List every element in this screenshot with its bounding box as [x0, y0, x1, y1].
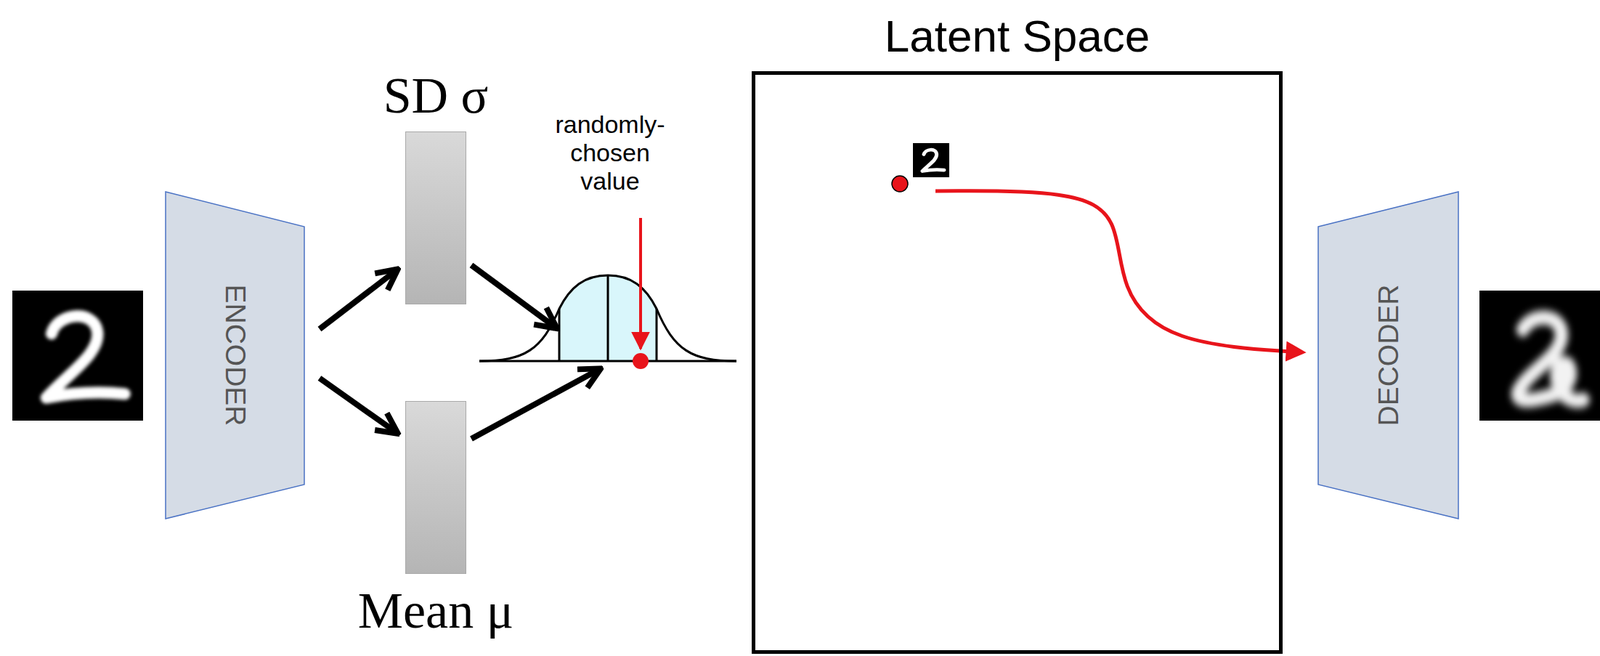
annotation-label: randomly- chosen value [554, 110, 665, 196]
digit-stroke [1517, 317, 1584, 401]
trapezoid-shape [165, 191, 305, 519]
encoder-trapezoid: ENCODER [165, 191, 305, 519]
sample-dot [632, 352, 649, 369]
pointer-arrow [639, 217, 643, 349]
digit-stroke [46, 315, 125, 398]
decoder-trapezoid: DECODER [1318, 191, 1459, 519]
block-label: ENCODER [219, 283, 252, 426]
heading: SD σ [383, 66, 489, 125]
sd-line [655, 308, 659, 361]
arrow [471, 265, 555, 327]
thumbnail-image [912, 143, 950, 178]
heading: Latent Space [884, 10, 1150, 62]
digit-stroke [922, 149, 945, 171]
heading: Mean μ [358, 581, 514, 640]
latent-space-box: Latent Space [751, 71, 1283, 654]
latent-point [891, 175, 908, 192]
gaussian-curve [479, 275, 737, 361]
flow-arrow [319, 270, 396, 330]
trapezoid-shape [1318, 191, 1459, 519]
sd-line [558, 308, 561, 361]
sd-vector-box: SD σ [405, 131, 467, 305]
decode-path-arrow [935, 191, 1303, 353]
flow-arrow [319, 378, 396, 433]
output-image [1479, 290, 1600, 421]
mean-line [607, 275, 610, 361]
mean-vector-box: Mean μ [405, 400, 467, 574]
arrow [471, 369, 599, 439]
input-image [12, 290, 144, 421]
block-label: DECODER [1372, 283, 1405, 426]
